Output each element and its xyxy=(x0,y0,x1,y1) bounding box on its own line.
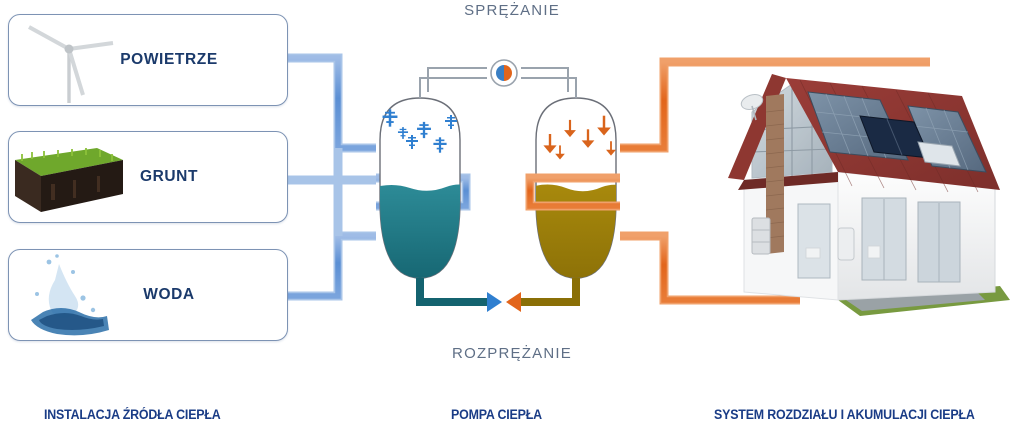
source-label-ground: GRUNT xyxy=(139,168,199,185)
snowflake-icon xyxy=(382,109,457,153)
caption-heat-pump: POMPA CIEPŁA xyxy=(451,407,542,422)
evaporator-vessel xyxy=(379,97,461,279)
compressor-icon xyxy=(490,59,518,87)
condenser-coil xyxy=(525,173,620,211)
wind-turbine-icon xyxy=(28,25,114,103)
source-box-ground[interactable]: GRUNT xyxy=(8,131,288,223)
arrow-right-icon xyxy=(487,292,502,312)
condenser-vessel xyxy=(535,97,617,279)
caption-distribution-accumulation-system: SYSTEM ROZDZIAŁU I AKUMULACJI CIEPŁA xyxy=(714,407,975,422)
hot-supply-pipes xyxy=(620,57,930,305)
water-splash-icon xyxy=(31,254,109,336)
source-label-water: WODA xyxy=(143,286,195,303)
process-label-expansion: ROZPRĘŻANIE xyxy=(452,345,572,362)
arrow-left-icon xyxy=(506,292,521,312)
source-label-air: POWIETRZE xyxy=(120,51,218,68)
cold-source-pipes xyxy=(286,53,376,301)
source-box-water[interactable]: WODA xyxy=(8,249,288,341)
heat-arrow-down-icon xyxy=(543,115,616,160)
soil-block-icon xyxy=(15,148,123,212)
house-cutaway-icon xyxy=(728,74,1010,316)
source-box-air[interactable]: POWIETRZE xyxy=(8,14,288,106)
compressor-loop xyxy=(419,67,577,98)
expansion-line xyxy=(416,278,580,306)
caption-heat-source-installation: INSTALACJA ŹRÓDŁA CIEPŁA xyxy=(44,407,221,422)
process-label-compression: SPRĘŻANIE xyxy=(464,2,560,19)
